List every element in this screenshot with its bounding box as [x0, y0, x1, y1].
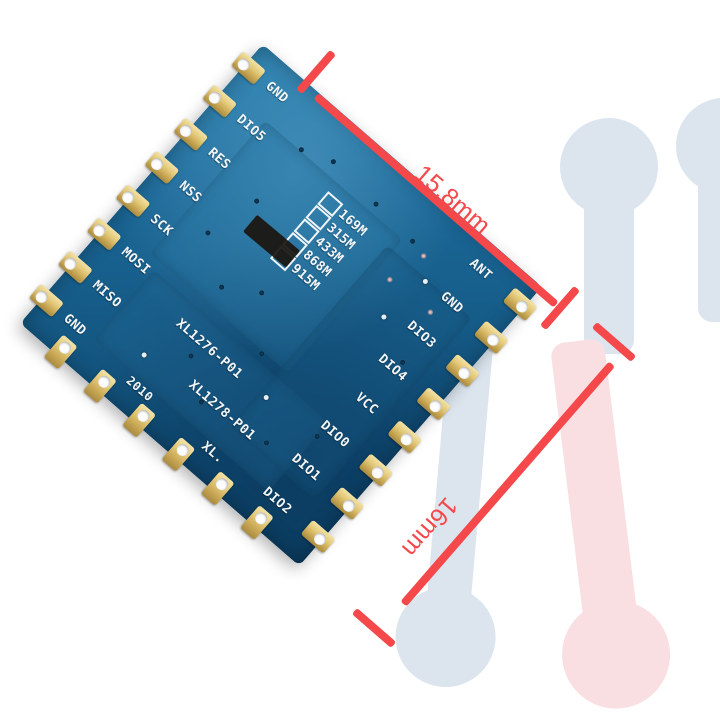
dimension-line	[400, 361, 616, 607]
dimension-height-16mm	[351, 321, 650, 652]
